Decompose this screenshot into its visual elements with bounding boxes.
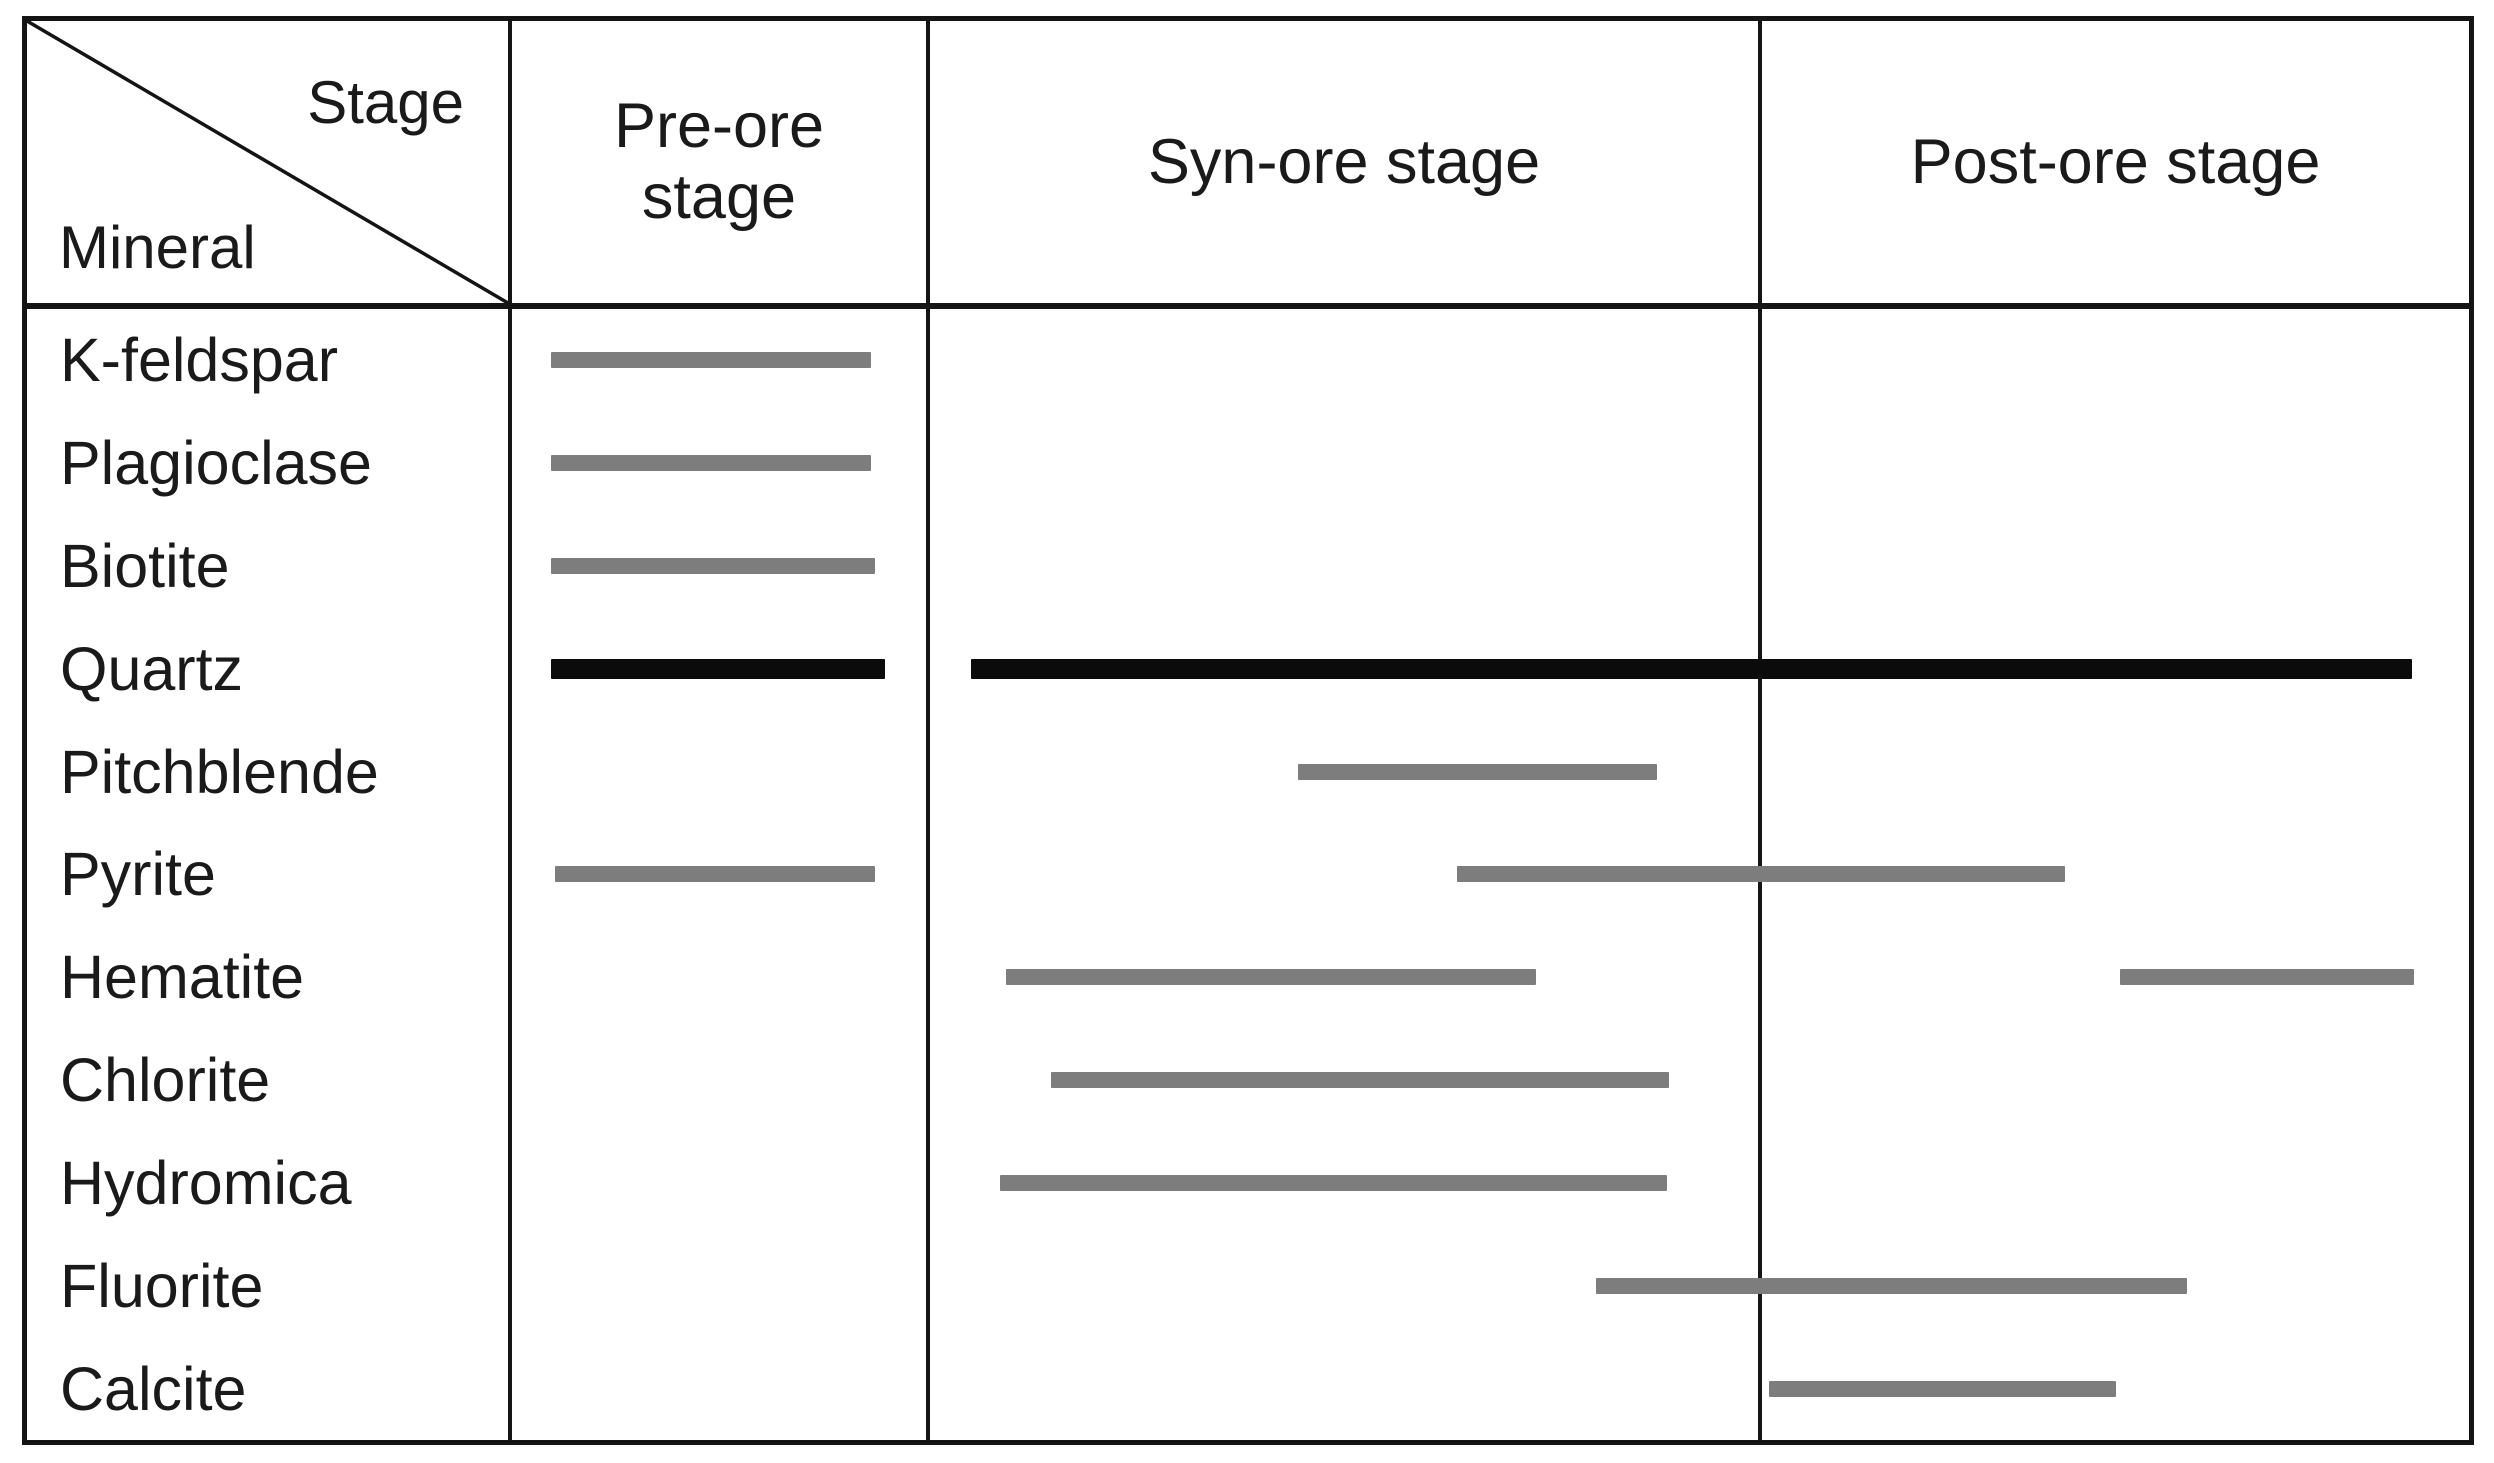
mineral-row: K-feldspar <box>27 309 2469 412</box>
mineral-row: Biotite <box>27 515 2469 618</box>
mineral-label: Quartz <box>60 634 244 703</box>
pre-ore-line-2: stage <box>641 162 797 232</box>
mineral-row: Pitchblende <box>27 720 2469 823</box>
mineral-label: Plagioclase <box>60 429 372 498</box>
mineral-label: Pyrite <box>60 840 216 909</box>
table-header: Stage Mineral Pre-ore stage Syn-ore stag… <box>27 21 2469 309</box>
paragenesis-bar <box>970 658 2413 679</box>
post-ore-label: Post-ore stage <box>1910 126 2321 197</box>
paragenesis-bar <box>2119 969 2415 986</box>
column-header-post-ore: Post-ore stage <box>1758 21 2469 303</box>
bars-area <box>508 412 2469 515</box>
corner-stage-label: Stage <box>307 69 464 136</box>
bars-area <box>508 617 2469 720</box>
mineral-row: Fluorite <box>27 1234 2469 1337</box>
mineral-label: Fluorite <box>60 1251 264 1320</box>
paragenesis-bar <box>1457 866 2066 883</box>
paragenesis-bar <box>555 866 875 883</box>
corner-mineral-label: Mineral <box>59 213 256 281</box>
mineral-label: Pitchblende <box>60 737 379 806</box>
mineral-label: Hematite <box>60 943 305 1012</box>
bars-area <box>508 1132 2469 1235</box>
column-divider-preore-synore <box>926 309 930 1440</box>
mineral-label: Chlorite <box>60 1046 271 1115</box>
paragenesis-bar <box>551 455 871 472</box>
paragenesis-table: Stage Mineral Pre-ore stage Syn-ore stag… <box>22 16 2474 1445</box>
paragenesis-bar <box>1298 763 1658 780</box>
mineral-row: Plagioclase <box>27 412 2469 515</box>
syn-ore-label: Syn-ore stage <box>1147 126 1541 197</box>
corner-cell: Stage Mineral <box>27 21 508 303</box>
paragenesis-bar <box>551 658 885 679</box>
mineral-label: Biotite <box>60 532 230 601</box>
paragenesis-bar <box>1000 1174 1667 1191</box>
column-header-pre-ore: Pre-ore stage <box>508 21 926 303</box>
mineral-row: Hydromica <box>27 1132 2469 1235</box>
pre-ore-line-1: Pre-ore <box>613 91 825 162</box>
mineral-label: Hydromica <box>60 1148 352 1217</box>
paragenesis-bar <box>1006 969 1536 986</box>
paragenesis-bar <box>551 558 875 575</box>
mineral-row: Pyrite <box>27 823 2469 926</box>
bars-area <box>508 309 2469 412</box>
column-header-syn-ore: Syn-ore stage <box>926 21 1758 303</box>
mineral-row: Calcite <box>27 1337 2469 1440</box>
mineral-label: K-feldspar <box>60 326 339 395</box>
column-divider-mineral-preore <box>508 309 512 1440</box>
bars-area <box>508 1029 2469 1132</box>
bars-area <box>508 926 2469 1029</box>
bars-area <box>508 1337 2469 1440</box>
mineral-row: Hematite <box>27 926 2469 1029</box>
paragenesis-bar <box>1596 1277 2187 1294</box>
paragenesis-bar <box>551 352 871 369</box>
mineral-row: Quartz <box>27 617 2469 720</box>
bars-area <box>508 823 2469 926</box>
bars-area <box>508 720 2469 823</box>
paragenesis-bar <box>1051 1072 1669 1089</box>
bars-area <box>508 515 2469 618</box>
mineral-label: Calcite <box>60 1354 247 1423</box>
paragenesis-bar <box>1768 1380 2117 1397</box>
diagonal-divider-line <box>27 21 508 303</box>
bars-area <box>508 1234 2469 1337</box>
mineral-row: Chlorite <box>27 1029 2469 1132</box>
